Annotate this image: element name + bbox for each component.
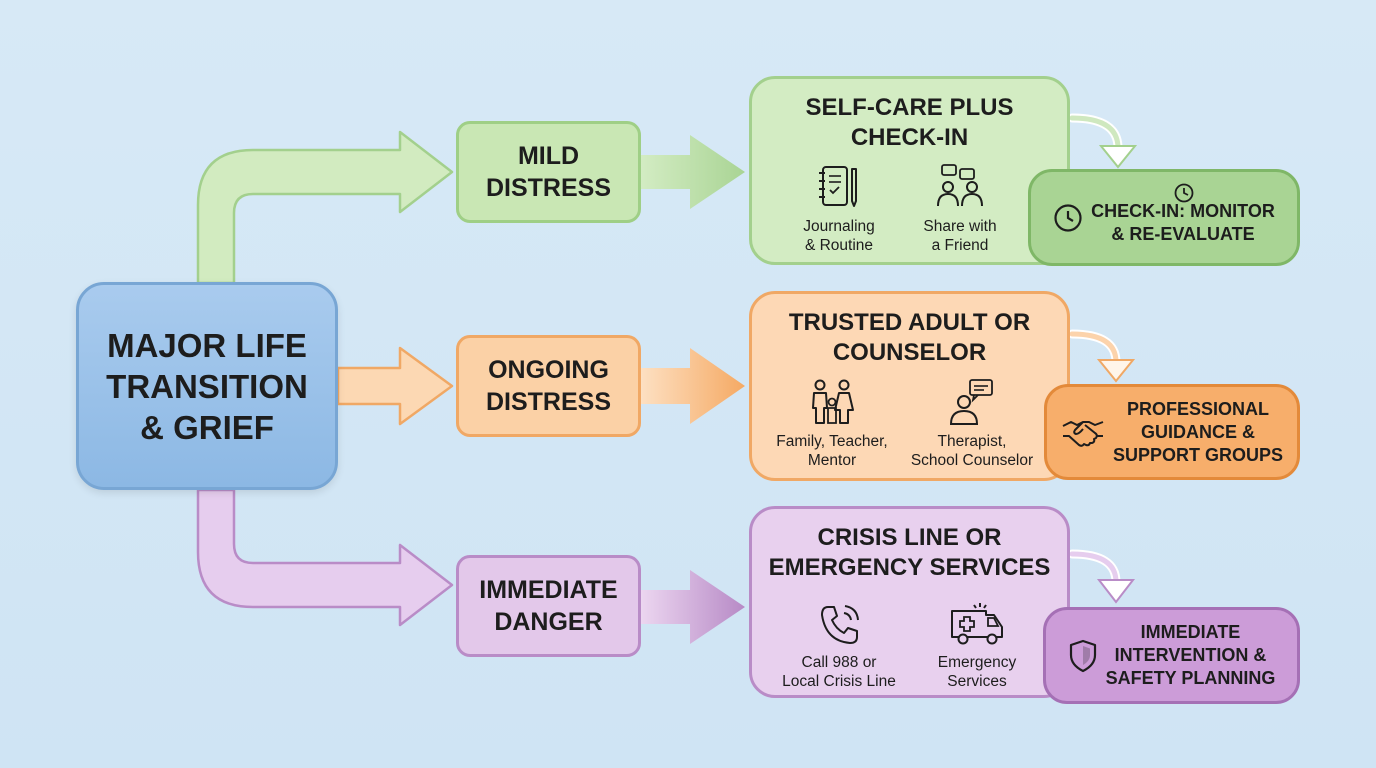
level-line: DISTRESS (485, 174, 612, 202)
result-line: SAFETY PLANNING (1105, 668, 1276, 688)
action-title: TRUSTED ADULT OR COUNSELOR (752, 308, 1067, 368)
action-title: CRISIS LINE OR EMERGENCY SERVICES (752, 523, 1067, 583)
action-box-crisis-line: CRISIS LINE OR EMERGENCY SERVICES Call 9… (749, 506, 1070, 698)
option-label: Services (947, 673, 1007, 690)
action-box-trusted-adult: TRUSTED ADULT OR COUNSELOR Family, Teach… (749, 291, 1070, 481)
option-journaling: Journaling & Routine (764, 163, 914, 255)
option-emergency-services: Emergency Services (902, 601, 1052, 691)
arrow-danger-to-crisis-line (641, 570, 745, 644)
option-label: Call 988 or (801, 654, 877, 671)
option-label: Emergency (937, 654, 1017, 671)
level-box-immediate-danger: IMMEDIATE DANGER (456, 555, 641, 657)
level-box-ongoing-distress: ONGOING DISTRESS (456, 335, 641, 437)
action-box-self-care: SELF-CARE PLUS CHECK-IN Journaling & Rou… (749, 76, 1070, 265)
level-line: MILD (517, 142, 580, 170)
result-box-check-in: CHECK-IN: MONITOR & RE-EVALUATE (1028, 169, 1300, 266)
option-call-988: Call 988 or Local Crisis Line (764, 601, 914, 691)
arrow-to-immediate-danger (196, 488, 454, 627)
result-line: CHECK-IN: MONITOR (1091, 200, 1275, 221)
result-box-immediate-intervention: IMMEDIATE INTERVENTION & SAFETY PLANNING (1043, 607, 1300, 704)
level-box-mild-distress: MILD DISTRESS (456, 121, 641, 223)
action-title-line: EMERGENCY SERVICES (768, 554, 1051, 581)
clock-icon (1174, 183, 1194, 203)
action-title-line: SELF-CARE PLUS (805, 94, 1014, 121)
level-line: ONGOING (488, 356, 609, 384)
therapist-icon (949, 379, 993, 425)
result-line: GUIDANCE & (1140, 421, 1255, 442)
action-title-line: COUNSELOR (832, 339, 987, 366)
action-title-line: CHECK-IN (850, 124, 969, 151)
source-line: TRANSITION (106, 367, 308, 405)
option-label: a Friend (931, 237, 989, 254)
option-label: Journaling (803, 218, 875, 235)
arrow-ongoing-to-trusted-adult (641, 348, 745, 424)
result-line: INTERVENTION & (1114, 645, 1267, 665)
result-line: PROFESSIONAL (1126, 398, 1269, 419)
source-line: & GRIEF (140, 408, 274, 446)
option-therapist: Therapist, School Counselor (887, 378, 1057, 470)
arrow-to-mild-distress (196, 130, 454, 285)
action-title-line: CRISIS LINE OR (817, 524, 1002, 551)
result-line: SUPPORT GROUPS (1112, 444, 1284, 465)
option-label: & Routine (804, 237, 874, 254)
journal-icon (819, 166, 857, 207)
option-label: Family, Teacher, (776, 433, 888, 450)
option-family-teacher: Family, Teacher, Mentor (757, 378, 907, 470)
level-line: DISTRESS (485, 388, 612, 416)
handshake-icon (1062, 421, 1104, 447)
option-label: Local Crisis Line (782, 673, 896, 690)
source-box-major-life-transition: MAJOR LIFE TRANSITION & GRIEF (76, 282, 338, 490)
option-label: School Counselor (910, 452, 1034, 469)
result-box-professional-guidance: PROFESSIONAL GUIDANCE & SUPPORT GROUPS (1044, 384, 1300, 480)
share-friend-icon (937, 164, 983, 207)
result-line: IMMEDIATE (1140, 622, 1241, 642)
option-share-with-friend: Share with a Friend (885, 163, 1035, 255)
option-label: Share with (923, 218, 997, 235)
ambulance-icon (951, 603, 1003, 645)
level-line: DANGER (494, 608, 603, 636)
result-line: & RE-EVALUATE (1111, 223, 1255, 244)
option-label: Mentor (807, 452, 857, 469)
source-line: MAJOR LIFE (107, 326, 307, 364)
arrow-to-ongoing-distress (336, 346, 454, 426)
phone-icon (821, 605, 859, 644)
arrow-mild-to-self-care (641, 135, 745, 209)
option-label: Therapist, (937, 433, 1007, 450)
action-title-line: TRUSTED ADULT OR (788, 309, 1031, 336)
family-icon (812, 379, 854, 424)
level-line: IMMEDIATE (479, 576, 618, 604)
action-title: SELF-CARE PLUS CHECK-IN (752, 93, 1067, 153)
shield-icon (1069, 639, 1096, 672)
clock-icon (1054, 203, 1082, 232)
